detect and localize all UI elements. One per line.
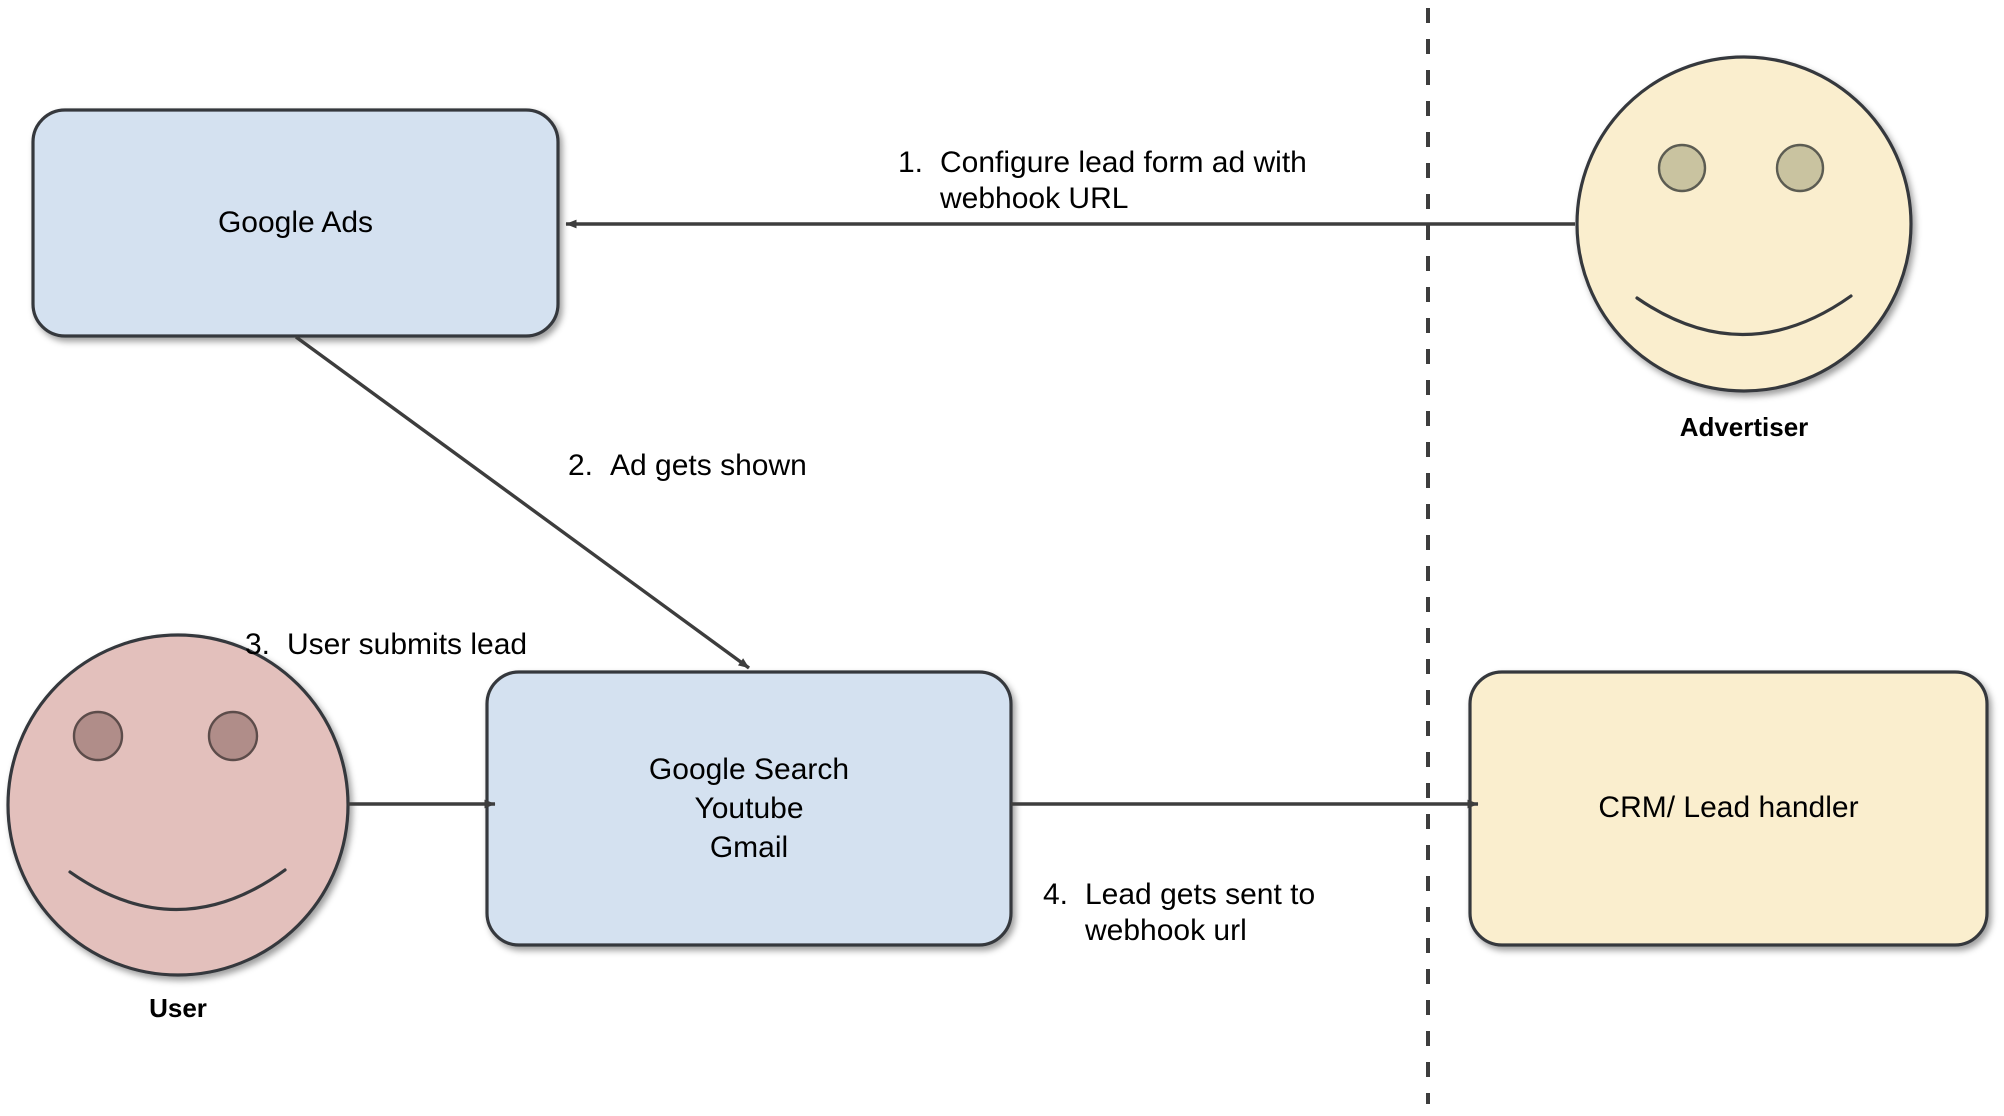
- edge-1-label: 1. Configure lead form ad with webhook UR…: [898, 108, 1398, 218]
- edge-3-text: User submits lead: [287, 627, 528, 661]
- actor-user[interactable]: [6, 633, 350, 977]
- edge-4-step-number: 4.: [1043, 877, 1069, 911]
- edge-2-step-number: 2.: [568, 448, 594, 482]
- node-crm-lead-handler[interactable]: [1468, 670, 1989, 947]
- advertiser-right-eye-icon: [1775, 143, 1825, 193]
- edge-3-label: 3. User submits lead: [245, 590, 645, 663]
- user-smile-icon: [68, 868, 287, 912]
- advertiser-left-eye-icon: [1657, 143, 1707, 193]
- edge-1-text: Configure lead form ad with webhook URL: [940, 145, 1307, 216]
- edge-4-text: Lead gets sent to webhook url: [1085, 877, 1316, 948]
- edge-2-google-ads-to-google-properties: [294, 335, 751, 670]
- advertiser-smile-icon: [1635, 294, 1853, 337]
- user-face-circle: [6, 633, 350, 977]
- node-google-properties[interactable]: [485, 670, 1013, 947]
- edge-4-label: 4. Lead gets sent to webhook url: [1043, 840, 1423, 950]
- node-google-ads[interactable]: [31, 108, 560, 338]
- user-right-eye-icon: [207, 710, 259, 762]
- edge-2-text: Ad gets shown: [610, 448, 807, 482]
- user-left-eye-icon: [72, 710, 124, 762]
- advertiser-face-circle: [1575, 55, 1913, 393]
- actor-user-caption: User: [149, 993, 207, 1023]
- edge-3-step-number: 3.: [245, 627, 271, 661]
- actor-advertiser[interactable]: [1575, 55, 1913, 393]
- actor-advertiser-caption: Advertiser: [1679, 412, 1809, 442]
- edge-2-label: 2. Ad gets shown: [568, 411, 968, 484]
- edge-1-step-number: 1.: [898, 145, 924, 179]
